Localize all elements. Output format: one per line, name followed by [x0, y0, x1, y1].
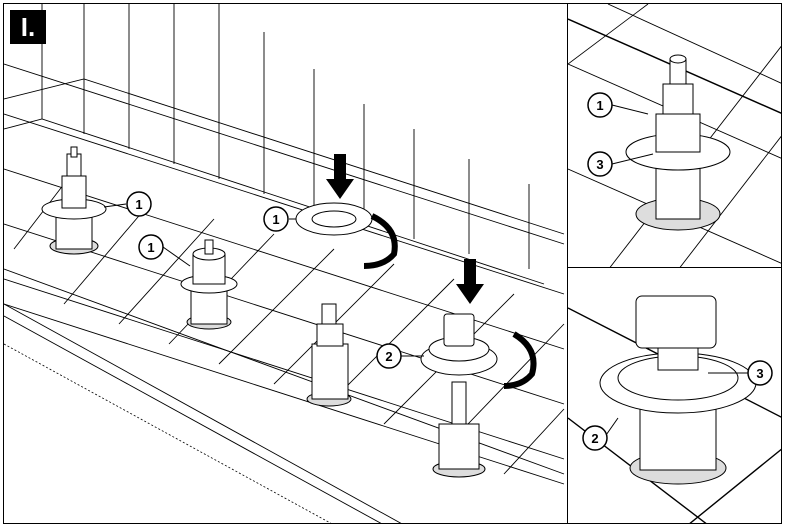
callout-left: 1	[103, 191, 152, 217]
callout-bottom-sleeve: 2	[582, 417, 619, 451]
callout-number: 1	[272, 212, 279, 227]
callout-number: 2	[385, 349, 392, 364]
callout-number: 3	[756, 366, 763, 381]
valve-assembly-handle	[420, 313, 498, 478]
detail-diagram-bottom: 2 3	[568, 295, 781, 523]
valve-assembly-cartridge	[306, 303, 352, 407]
down-arrow-icon	[456, 259, 484, 304]
callout-number: 2	[591, 431, 598, 446]
callout-bottom-screw: 3	[708, 360, 773, 386]
detail-valve-bottom	[599, 295, 757, 485]
trim-plate	[295, 202, 373, 236]
arrows	[326, 154, 484, 304]
valve-assembly-mid	[180, 239, 238, 330]
step-badge: I.	[10, 10, 46, 44]
callout-mid: 1	[138, 234, 191, 267]
callout-trim-plate: 1	[263, 206, 296, 232]
callout-number: 3	[596, 157, 603, 172]
ledge-dashed-edge	[4, 343, 332, 523]
callout-number: 1	[135, 197, 142, 212]
valve-assembly-left	[41, 146, 107, 255]
down-arrow-icon	[326, 154, 354, 199]
rotate-arrows	[363, 213, 537, 389]
callout-top-sleeve: 1	[587, 92, 649, 118]
rotate-arrow-icon	[503, 331, 537, 389]
installation-diagram: 1 1 1 2	[4, 4, 565, 523]
rotate-arrow-icon	[363, 213, 398, 269]
detail-panel-bottom: 2 3	[567, 267, 782, 524]
callout-handle-sleeve: 2	[376, 343, 424, 369]
callout-top-screw: 3	[587, 151, 654, 177]
detail-valve-top	[625, 54, 731, 231]
main-illustration-panel: 1 1 1 2 I.	[3, 3, 569, 524]
callout-number: 1	[596, 98, 603, 113]
callout-number: 1	[147, 240, 154, 255]
detail-panel-top: 1 3	[567, 3, 782, 269]
detail-diagram-top: 1 3	[568, 4, 781, 268]
wall-tile-grid	[4, 4, 565, 523]
